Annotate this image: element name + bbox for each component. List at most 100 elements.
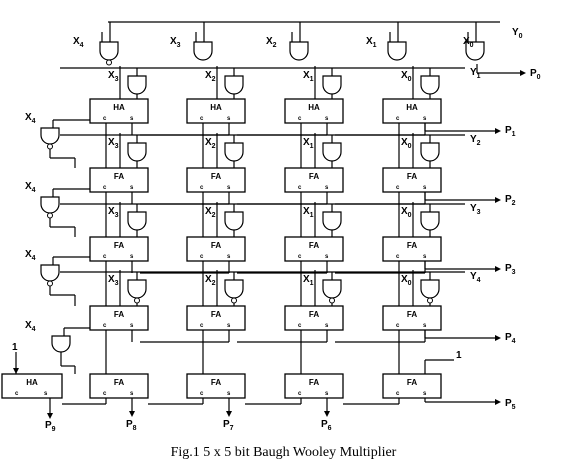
carry-pin-label: c <box>298 323 302 329</box>
sum-pin-label: s <box>130 116 134 122</box>
carry-pin-label: c <box>200 116 204 122</box>
half-adder-cell <box>284 98 344 124</box>
x2-label: X2 <box>266 36 277 49</box>
and-gate <box>127 142 147 162</box>
inversion-bubble <box>47 212 53 219</box>
carry-pin-label: c <box>396 185 400 191</box>
and-gate <box>127 211 147 231</box>
sum-pin-label: s <box>227 116 231 122</box>
nand-gate <box>224 279 244 299</box>
nand-gate <box>322 279 342 299</box>
p9-arrow <box>47 413 53 419</box>
p2-label: P2 <box>505 194 516 207</box>
carry-pin-label: c <box>103 391 107 397</box>
nand-gate <box>40 196 60 214</box>
x3-row-label: X3 <box>108 137 119 150</box>
cell-type-label: FA <box>114 310 124 319</box>
nand-gate <box>40 264 60 282</box>
and-gate <box>51 335 71 353</box>
and-gate <box>224 142 244 162</box>
p6-label: P6 <box>321 419 332 432</box>
cell-type-label: FA <box>407 241 417 250</box>
p5-label: P5 <box>505 398 516 411</box>
full-adder-cell <box>186 373 246 399</box>
full-adder-cell <box>89 305 149 331</box>
cell-type-label: FA <box>309 172 319 181</box>
sum-pin-label: s <box>130 254 134 260</box>
inversion-bubble <box>47 143 53 150</box>
full-adder-cell <box>89 236 149 262</box>
x3-row-label: X3 <box>108 70 119 83</box>
cell-type-label: FA <box>211 241 221 250</box>
carry-pin-label: c <box>396 254 400 260</box>
and-gate <box>289 41 309 61</box>
sum-pin-label: s <box>325 391 329 397</box>
carry-pin-label: c <box>396 391 400 397</box>
p-arrow <box>495 335 501 341</box>
y3-label: Y3 <box>470 203 481 216</box>
cell-type-label: FA <box>114 378 124 387</box>
carry-pin-label: c <box>200 323 204 329</box>
x2-row-label: X2 <box>205 206 216 219</box>
x1-row-label: X1 <box>303 274 314 287</box>
full-adder-cell <box>89 167 149 193</box>
p1-label: P1 <box>505 125 516 138</box>
sum-pin-label: s <box>325 254 329 260</box>
sum-pin-label: s <box>130 185 134 191</box>
x0-row-label: X0 <box>401 274 412 287</box>
x2-row-label: X2 <box>205 137 216 150</box>
nand-gate <box>420 279 440 299</box>
x0-row-label: X0 <box>401 137 412 150</box>
x1-label: X1 <box>366 36 377 49</box>
carry-pin-label: c <box>396 116 400 122</box>
and-gate <box>193 41 213 61</box>
sum-pin-label: s <box>423 185 427 191</box>
carry-pin-label: c <box>200 391 204 397</box>
x1-row-label: X1 <box>303 137 314 150</box>
sum-pin-label: s <box>227 323 231 329</box>
x4-left-label: X4 <box>25 181 36 194</box>
sum-pin-label: s <box>227 391 231 397</box>
x3-row-label: X3 <box>108 274 119 287</box>
full-adder-cell <box>284 167 344 193</box>
and-gate <box>420 75 440 95</box>
full-adder-cell <box>382 305 442 331</box>
x4-left-label: X4 <box>25 320 36 333</box>
carry-pin-label: c <box>200 185 204 191</box>
x0-row-label: X0 <box>401 70 412 83</box>
sum-pin-label: s <box>423 116 427 122</box>
x1-row-label: X1 <box>303 70 314 83</box>
carry-pin-label: c <box>15 391 19 397</box>
p9-label: P9 <box>45 420 56 433</box>
full-adder-cell <box>89 373 149 399</box>
full-adder-cell <box>382 373 442 399</box>
full-adder-cell <box>284 305 344 331</box>
cell-type-label: HA <box>26 378 38 387</box>
carry-pin-label: c <box>103 323 107 329</box>
nand-gate <box>40 127 60 145</box>
and-gate <box>387 41 407 61</box>
p8-arrow <box>129 411 135 417</box>
carry-pin-label: c <box>298 116 302 122</box>
p8-label: P8 <box>126 419 137 432</box>
and-gate <box>224 211 244 231</box>
cell-type-label: FA <box>309 241 319 250</box>
x2-row-label: X2 <box>205 70 216 83</box>
sum-pin-label: s <box>325 185 329 191</box>
carry-pin-label: c <box>200 254 204 260</box>
final-half-adder-cell <box>1 373 63 399</box>
half-adder-cell <box>382 98 442 124</box>
nand-gate <box>127 279 147 299</box>
inversion-bubble <box>329 297 335 304</box>
nand-gate <box>99 41 119 61</box>
p7-arrow <box>226 411 232 417</box>
sum-pin-label: s <box>423 323 427 329</box>
cell-type-label: FA <box>407 378 417 387</box>
p-arrow <box>495 266 501 272</box>
cell-type-label: FA <box>309 378 319 387</box>
cell-type-label: HA <box>113 103 125 112</box>
half-adder-cell <box>186 98 246 124</box>
and-gate <box>127 75 147 95</box>
p-arrow <box>495 197 501 203</box>
